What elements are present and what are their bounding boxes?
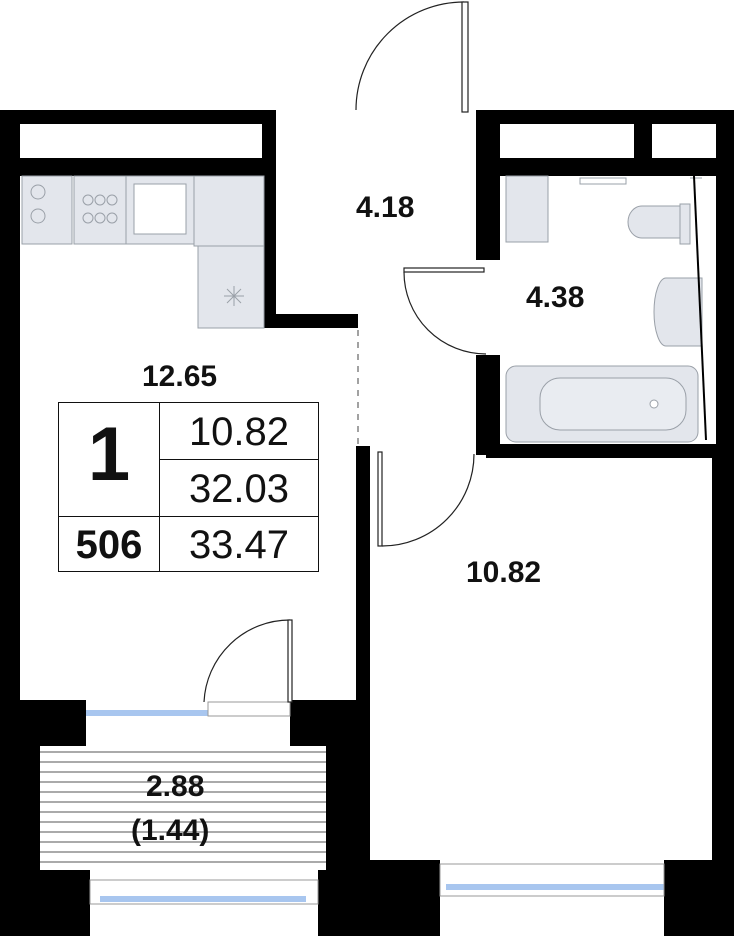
bedroom-area-label: 10.82: [466, 556, 542, 589]
balcony-area-label: 2.88: [146, 770, 205, 803]
balcony-hatching: [40, 751, 326, 863]
doors: [203, 1, 487, 703]
total-area-value: 32.03: [188, 467, 290, 511]
card-divider-vertical: [159, 403, 160, 571]
bathroom-fixtures: [505, 175, 703, 443]
card-divider-upper: [159, 459, 318, 460]
windows: [86, 701, 665, 905]
living-area-value: 10.82: [188, 410, 290, 454]
card-divider-lower: [59, 516, 318, 517]
hall-area-label: 4.18: [356, 191, 415, 224]
total-area-with-balcony-value: 33.47: [188, 523, 290, 567]
kitchen-fixtures: [21, 175, 265, 329]
apartment-info-card: 1 506 10.82 32.03 33.47: [58, 402, 319, 572]
kitchen-area-label: 12.65: [142, 360, 218, 393]
balcony-reduced-area-label: (1.44): [131, 814, 210, 847]
bath-wall-line: [693, 175, 707, 441]
rooms-count: 1: [87, 412, 131, 497]
bathroom-area-label: 4.38: [526, 281, 585, 314]
walls: [0, 110, 734, 936]
apartment-number: 506: [75, 523, 143, 567]
